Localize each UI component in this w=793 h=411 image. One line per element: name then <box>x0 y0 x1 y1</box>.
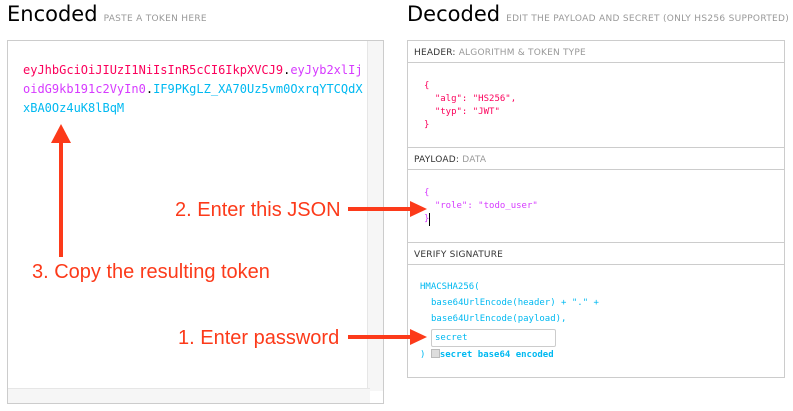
step1-annotation: 1. Enter password <box>178 327 340 349</box>
token-separator: . <box>283 63 291 77</box>
verify-section-label: VERIFY SIGNATURE <box>408 243 784 265</box>
verify-label: VERIFY SIGNATURE <box>414 250 504 260</box>
json-line: "typ": "JWT" <box>424 107 500 117</box>
secret-options: ) secret base64 encoded <box>420 349 554 362</box>
encoded-title: Encoded <box>7 2 98 26</box>
verify-signature-section: HMACSHA256( base64UrlEncode(header) + ".… <box>408 265 784 377</box>
vertical-scrollbar[interactable] <box>367 41 383 391</box>
payload-json-editor[interactable]: { "role": "todo_user"} <box>408 170 784 243</box>
encoded-token-editor[interactable]: eyJhbGciOiJIUzI1NiIsInR5cCI6IkpXVCJ9.eyJ… <box>7 40 384 404</box>
encoded-subtitle: PASTE A TOKEN HERE <box>103 14 207 24</box>
decoded-panel: HEADER: ALGORITHM & TOKEN TYPE { "alg": … <box>407 40 785 378</box>
json-line: { <box>424 188 430 198</box>
token-header: eyJhbGciOiJIUzI1NiIsInR5cCI6IkpXVCJ9 <box>23 63 284 77</box>
arrow-head-icon <box>410 201 427 217</box>
token-payload: eyJyb2xlIjoidG9kb191c2VyIn0 <box>23 63 363 96</box>
hmac-line: HMACSHA256( <box>420 282 480 292</box>
header-label: HEADER: <box>414 48 456 58</box>
json-line: { <box>424 81 430 91</box>
payload-label: PAYLOAD: <box>414 155 460 165</box>
token-text[interactable]: eyJhbGciOiJIUzI1NiIsInR5cCI6IkpXVCJ9.eyJ… <box>23 61 363 118</box>
base64-checkbox[interactable] <box>430 349 440 358</box>
decoded-subtitle: EDIT THE PAYLOAD AND SECRET (ONLY HS256 … <box>506 14 790 24</box>
decoded-title: Decoded <box>407 2 501 26</box>
header-encode-line: base64UrlEncode(header) + "." + <box>431 298 599 308</box>
header-json-editor[interactable]: { "alg": "HS256", "typ": "JWT"} <box>408 63 784 148</box>
header-section-label: HEADER: ALGORITHM & TOKEN TYPE <box>408 41 784 63</box>
json-line: "alg": "HS256", <box>424 94 517 104</box>
payload-sublabel: DATA <box>462 155 487 165</box>
header-sublabel: ALGORITHM & TOKEN TYPE <box>458 48 586 58</box>
base64-checkbox-label[interactable]: secret base64 encoded <box>439 350 554 360</box>
secret-input[interactable] <box>431 329 556 347</box>
json-line: "role": "todo_user" <box>424 201 538 211</box>
arrow-head-icon <box>51 124 71 143</box>
token-separator: . <box>145 82 154 96</box>
json-line: } <box>424 120 430 130</box>
step3-annotation: 3. Copy the resulting token <box>32 261 270 283</box>
arrow-head-icon <box>410 329 427 345</box>
step2-annotation: 2. Enter this JSON <box>175 199 341 221</box>
payload-encode-line: base64UrlEncode(payload), <box>431 314 567 324</box>
json-line: } <box>424 213 431 226</box>
token-signature: IF9PKgLZ_XA70Uz5vm0OxrqYTCQdXxBA0Oz4uK8l… <box>23 82 363 115</box>
close-paren: ) <box>420 350 426 360</box>
horizontal-scrollbar[interactable] <box>8 388 370 403</box>
payload-section-label: PAYLOAD: DATA <box>408 148 784 170</box>
